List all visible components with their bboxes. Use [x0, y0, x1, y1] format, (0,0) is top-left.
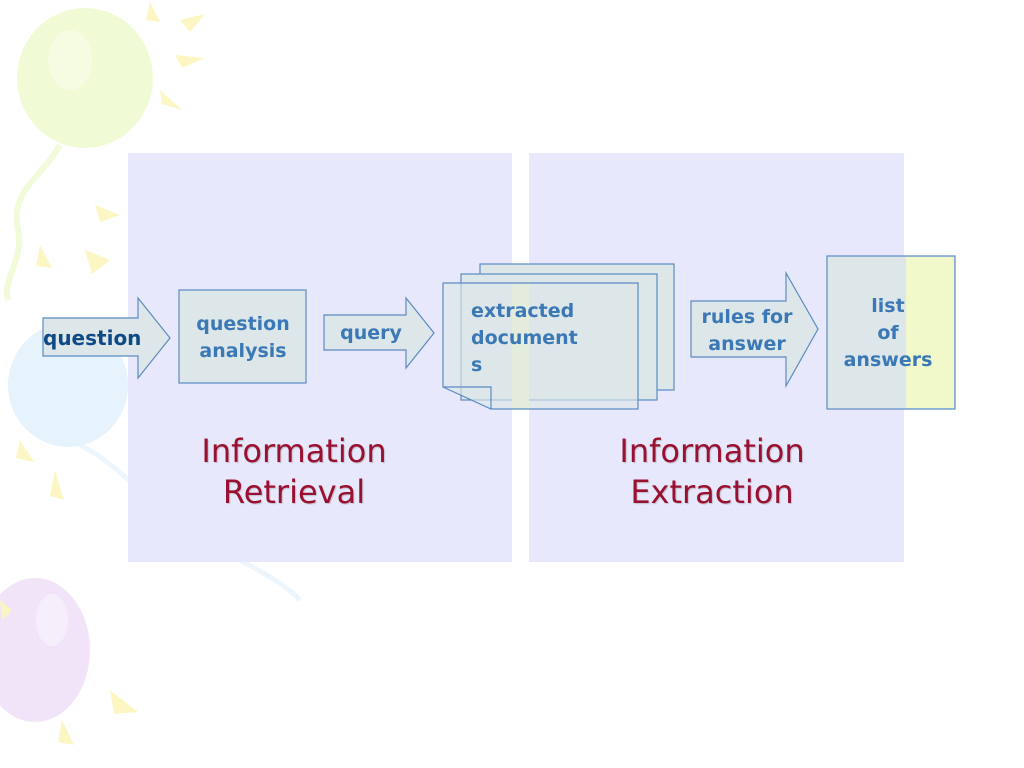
extracted-documents-label: extracted document s — [471, 298, 621, 379]
rules-for-answer-label: rules for answer — [690, 304, 804, 358]
query-label: query — [324, 320, 418, 347]
question-label: question — [43, 325, 141, 352]
list-of-answers-label: list of answers — [828, 293, 948, 374]
question-analysis-label: question analysis — [180, 311, 306, 365]
